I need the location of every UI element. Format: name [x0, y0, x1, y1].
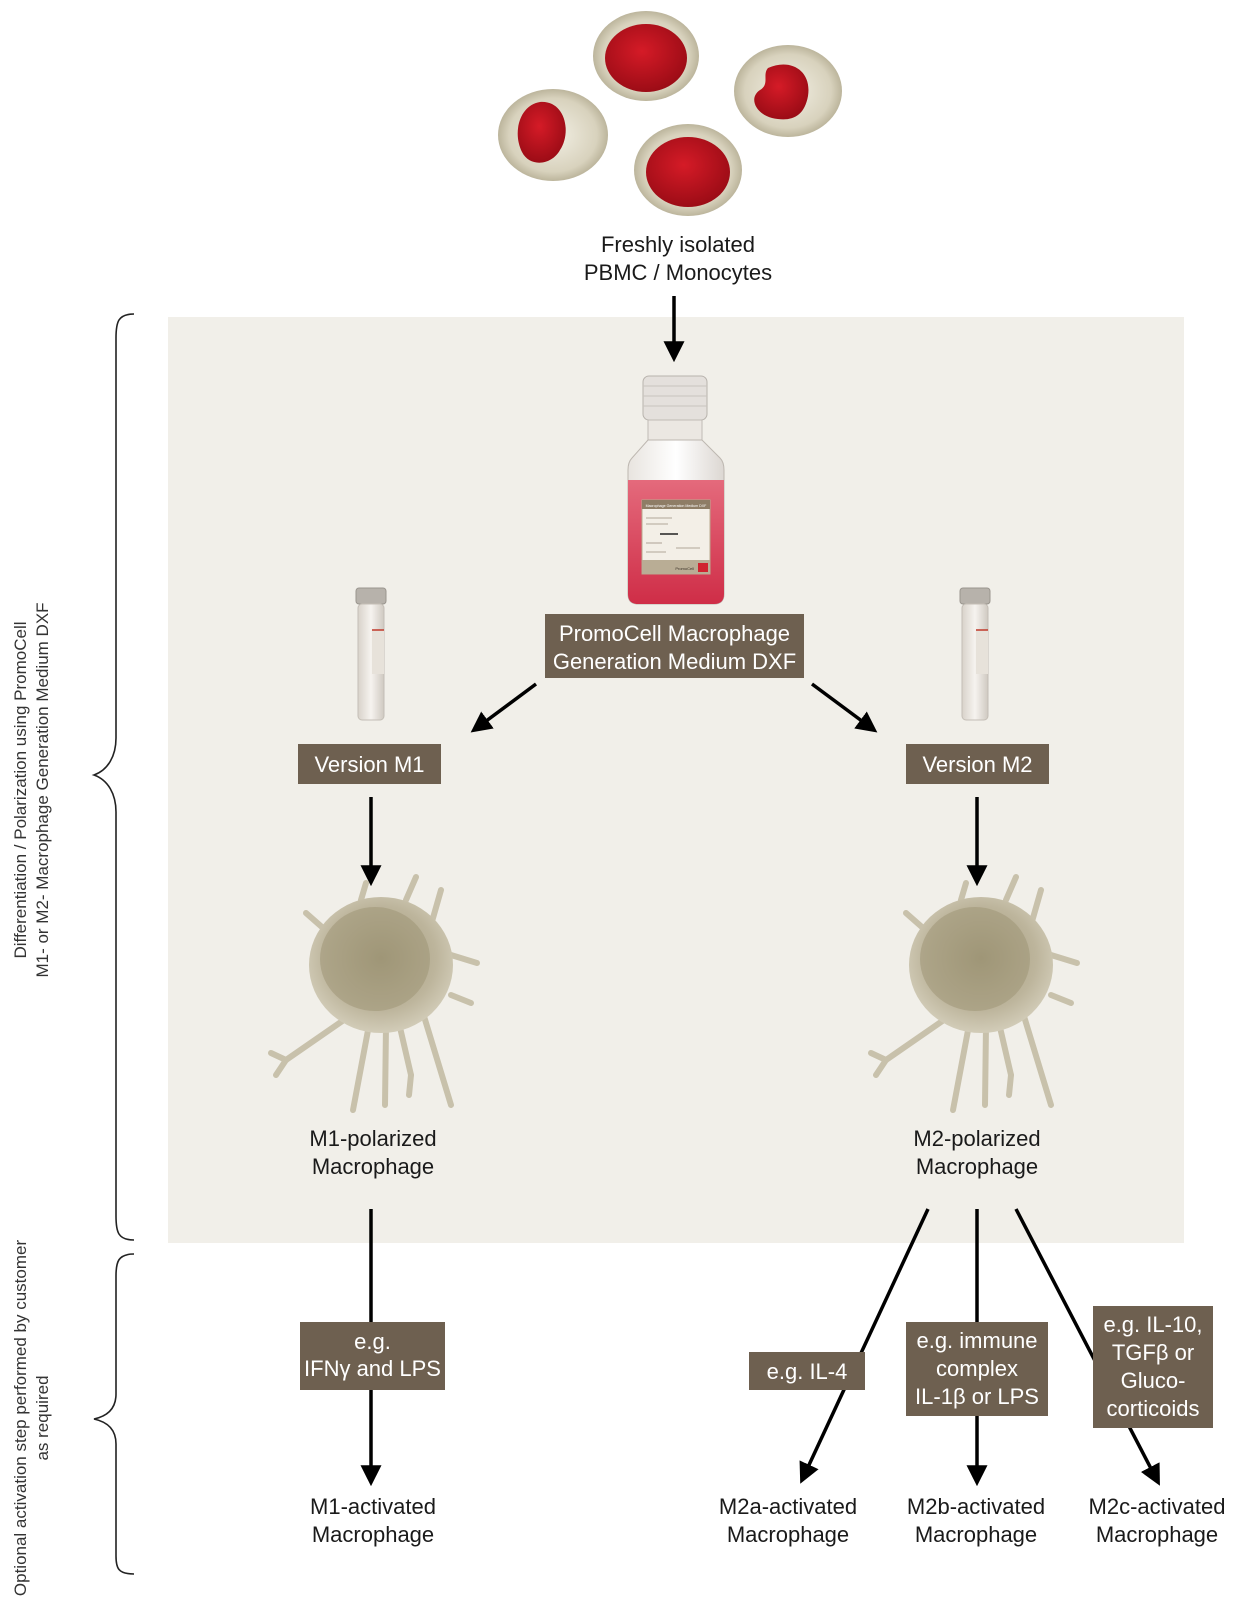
version-m1-box [298, 744, 441, 784]
tube-m2-illustration [959, 587, 991, 721]
output-m1-line2: Macrophage [312, 1522, 434, 1547]
stimulus-m2c-line2: TGFβ or [1112, 1340, 1194, 1365]
blood-cell-top [593, 11, 699, 101]
blood-cell-bottom [634, 124, 742, 216]
output-m2a-line2: Macrophage [727, 1522, 849, 1547]
source-label-line2: PBMC / Monocytes [584, 260, 772, 285]
activation-label-line2: as required [33, 1375, 52, 1460]
activation-brace [93, 1253, 135, 1575]
bottle-label-brand: PromoCell [675, 566, 694, 571]
arrow-m2-to-m2a [799, 1208, 930, 1484]
stimulus-m2b-line3: IL-1β or LPS [915, 1384, 1039, 1409]
version-m1-label: Version M1 [314, 752, 424, 777]
stimulus-m2b-box [906, 1322, 1048, 1416]
source-label-line1: Freshly isolated [601, 232, 755, 257]
bottle-label-title: Macrophage Generation Medium DXF [646, 504, 708, 508]
differentiation-label-line1: Differentiation / Polarization using Pro… [11, 621, 30, 958]
stimulus-m1-box [300, 1322, 445, 1390]
activation-label-line1: Optional activation step performed by cu… [11, 1240, 30, 1597]
stimulus-m2c-line4: corticoids [1107, 1396, 1200, 1421]
stimulus-m2c-line3: Gluco- [1121, 1368, 1186, 1393]
arrow-medium-to-m2 [810, 682, 878, 733]
macrophage-m1-illustration [268, 874, 480, 1113]
arrow-medium-to-m1 [470, 682, 538, 733]
m2-polarized-label-line1: M2-polarized [913, 1126, 1040, 1151]
output-m2b-line1: M2b-activated [907, 1494, 1045, 1519]
output-m1-line1: M1-activated [310, 1494, 436, 1519]
blood-cells-illustration [498, 11, 842, 216]
blood-cell-right [734, 45, 842, 137]
version-m2-box [906, 744, 1049, 784]
blood-cell-left [498, 89, 608, 181]
medium-box [545, 614, 804, 678]
m1-polarized-label-line2: Macrophage [312, 1154, 434, 1179]
stimulus-m1-line1: e.g. [354, 1329, 391, 1354]
output-m2c-line1: M2c-activated [1089, 1494, 1226, 1519]
arrow-m2-to-m2c [1014, 1208, 1160, 1486]
stimulus-m2a-line1: e.g. IL-4 [767, 1359, 848, 1384]
stimulus-m2b-line1: e.g. immune [916, 1328, 1037, 1353]
stimulus-m2b-line2: complex [936, 1356, 1018, 1381]
output-m2c-line2: Macrophage [1096, 1522, 1218, 1547]
stimulus-m2c-line1: e.g. IL-10, [1103, 1312, 1202, 1337]
medium-bottle-illustration: Macrophage Generation Medium DXF PromoCe… [627, 375, 725, 605]
output-m2b-line2: Macrophage [915, 1522, 1037, 1547]
m1-polarized-label-line1: M1-polarized [309, 1126, 436, 1151]
differentiation-label-line2: M1- or M2- Macrophage Generation Medium … [33, 602, 52, 977]
stimulus-m2a-box [749, 1352, 865, 1390]
output-m2a-line1: M2a-activated [719, 1494, 857, 1519]
macrophage-m2-illustration [868, 874, 1080, 1113]
stimulus-m1-line2: IFNγ and LPS [304, 1356, 441, 1381]
tube-m1-illustration [355, 587, 387, 721]
differentiation-brace [91, 313, 135, 1241]
version-m2-label: Version M2 [922, 752, 1032, 777]
m2-polarized-label-line2: Macrophage [916, 1154, 1038, 1179]
medium-label-line2: Generation Medium DXF [553, 649, 796, 674]
stimulus-m2c-box [1093, 1306, 1213, 1428]
medium-label-line1: PromoCell Macrophage [559, 621, 790, 646]
